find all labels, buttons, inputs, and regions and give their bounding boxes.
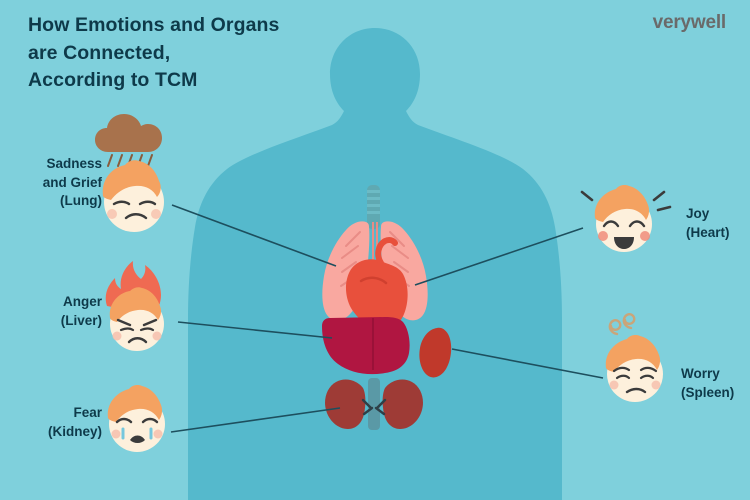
connector-lines <box>170 204 604 433</box>
connector-joy-to-heart <box>414 227 584 286</box>
label-joy-line-1: Joy <box>686 206 710 221</box>
connector-worry-to-spleen <box>451 348 604 379</box>
kidneys-icon <box>325 378 423 430</box>
brand-logo: verywell <box>652 12 727 33</box>
connector-fear-to-kidney <box>170 407 341 433</box>
label-sadness-line-2: and Grief <box>42 174 102 190</box>
spleen-icon <box>419 327 452 378</box>
label-joy-organ: (Heart) <box>686 224 730 240</box>
label-sadness-and-grief-lung: Sadness and Grief (Lung) <box>0 155 102 211</box>
label-anger-liver: Anger (Liver) <box>0 293 102 330</box>
liver-icon <box>322 317 410 375</box>
rain-cloud-icon <box>95 114 162 167</box>
connector-sadness-to-lung <box>171 204 337 267</box>
joy-motion-lines <box>580 190 672 212</box>
label-anger-line-1: Anger <box>62 294 102 309</box>
page-title-line-1: How Emotions and Organs <box>28 14 280 36</box>
label-sadness-line-1: Sadness <box>46 156 102 171</box>
page-title-line-3: According to TCM <box>28 69 198 92</box>
label-fear-kidney: Fear (Kidney) <box>0 404 102 441</box>
label-joy-heart: Joy (Heart) <box>686 205 750 242</box>
label-worry-spleen: Worry (Spleen) <box>681 365 750 402</box>
label-sadness-organ: (Lung) <box>60 193 102 209</box>
label-fear-organ: (Kidney) <box>48 423 102 439</box>
laughing-joyful-face-icon <box>580 185 672 252</box>
sad-face-with-rain-cloud-icon <box>95 114 164 232</box>
label-worry-organ: (Spleen) <box>681 384 735 400</box>
label-fear-line-1: Fear <box>73 405 102 420</box>
worry-spiral-icon <box>608 313 636 336</box>
angry-face-with-flames-icon <box>105 261 164 351</box>
page-title-line-2: are Connected, <box>28 41 171 64</box>
heart-icon <box>345 236 408 330</box>
fearful-crying-face-icon <box>107 385 165 452</box>
connector-anger-to-liver <box>177 321 333 339</box>
label-worry-line-1: Worry <box>681 366 720 381</box>
label-anger-organ: (Liver) <box>60 312 102 328</box>
worried-face-with-spiral-icon <box>605 313 663 402</box>
trachea-icon <box>367 185 380 229</box>
page-title: How Emotions and Organs are Connected, A… <box>28 12 368 95</box>
